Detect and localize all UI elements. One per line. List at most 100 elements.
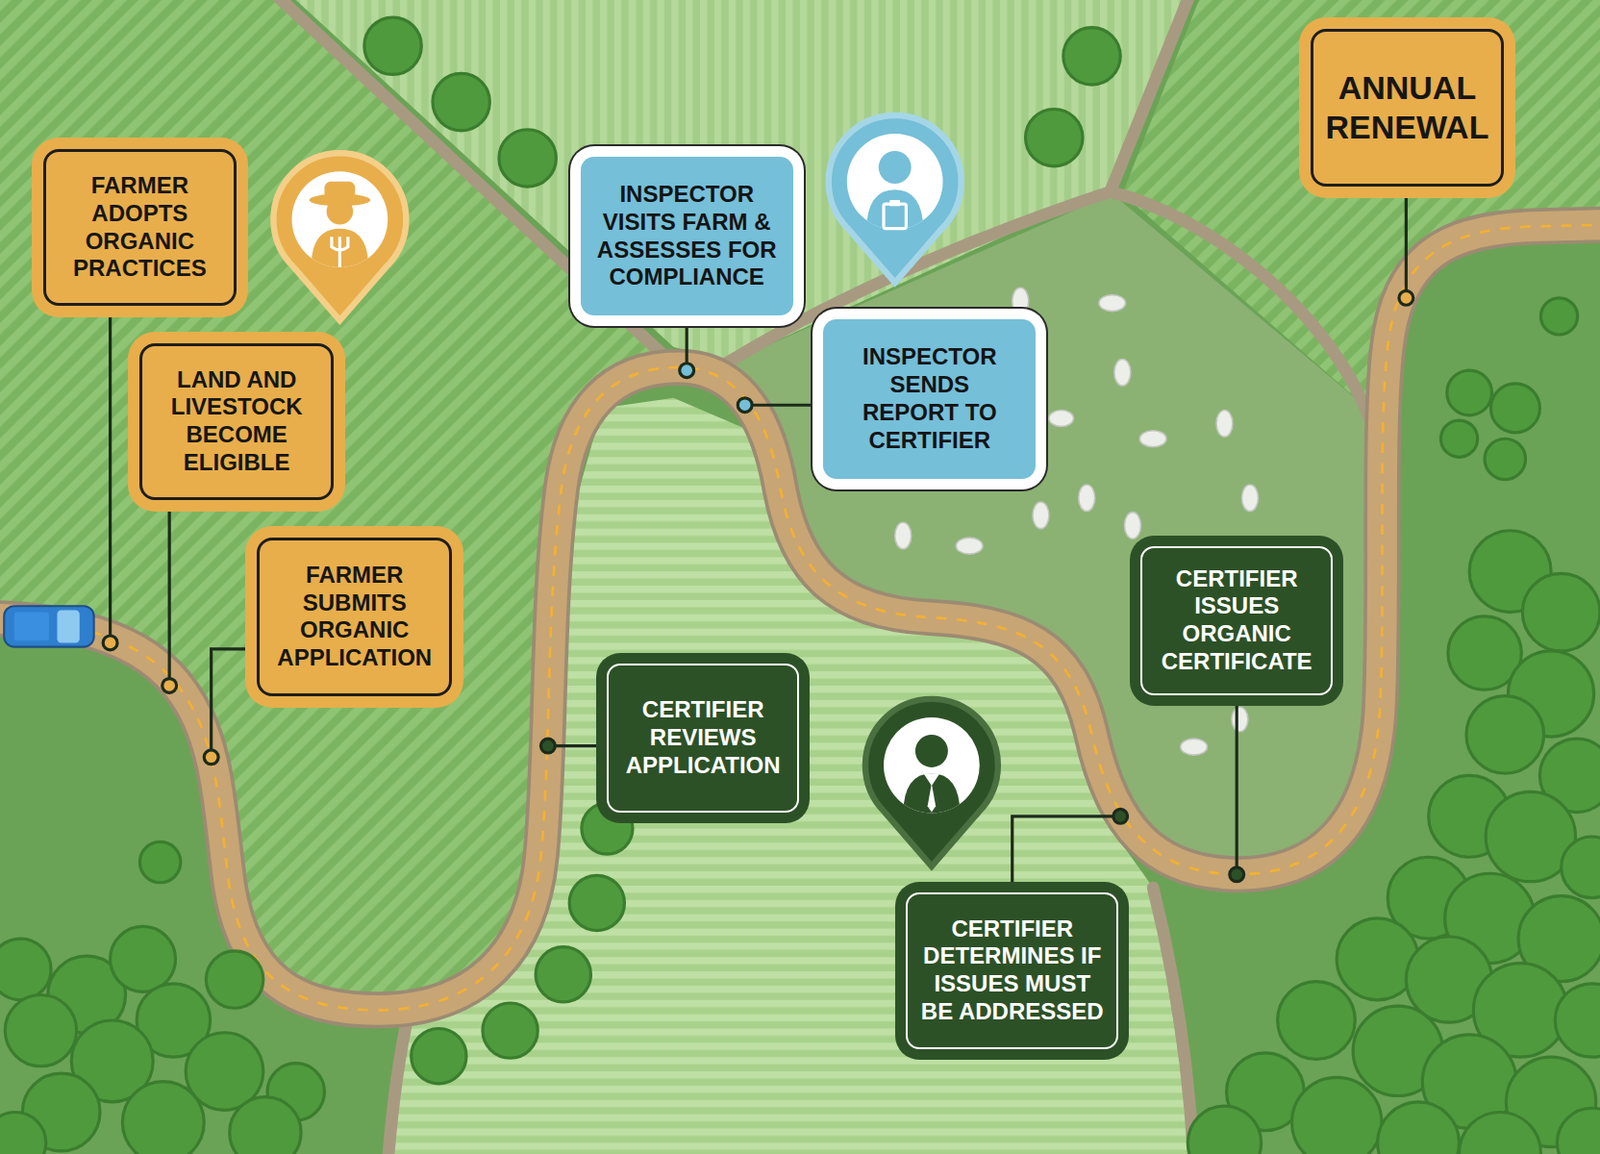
trees-part	[411, 1027, 467, 1083]
trees	[0, 17, 1600, 1154]
inspector-pin-part	[889, 200, 900, 206]
road-dots-part	[737, 398, 752, 413]
trees-part	[1459, 1111, 1542, 1154]
application-box: FARMER SUBMITS ORGANIC APPLICATION	[256, 537, 452, 696]
dirt-paths-part	[1110, 191, 1371, 419]
trees-part	[1540, 298, 1577, 335]
leader-lines-part	[554, 744, 600, 748]
report-box: INSPECTOR SENDS REPORT TO CERTIFIER	[823, 319, 1036, 479]
sheep-part	[1231, 706, 1249, 731]
farmer-pin-part-part	[311, 228, 369, 268]
decision-box: CERTIFIER DETERMINES IF ISSUES MUST BE A…	[905, 892, 1119, 1050]
trees-part	[1292, 1076, 1382, 1154]
step-label: CERTIFIER REVIEWS APPLICATION	[608, 696, 798, 779]
leader-lines-part	[751, 403, 817, 407]
sheep-part	[1242, 484, 1259, 512]
truck	[3, 605, 94, 647]
trees-part	[1440, 420, 1477, 457]
step-label: CERTIFIER ISSUES ORGANIC CERTIFICATE	[1142, 565, 1331, 676]
trees-part	[1466, 696, 1545, 775]
trees-part	[1277, 981, 1356, 1060]
step-label: FARMER SUBMITS ORGANIC APPLICATION	[259, 561, 450, 673]
trees-part	[1187, 1105, 1261, 1154]
sheep-part	[1180, 738, 1208, 755]
road	[0, 224, 1600, 1010]
dirt-paths-part	[1152, 887, 1194, 1154]
dirt-paths-part	[387, 1015, 408, 1154]
truck-part	[56, 609, 79, 643]
certifier-pin-part-part	[902, 773, 960, 817]
leader-lines-part	[168, 504, 172, 678]
trees-part	[1556, 1107, 1600, 1154]
sheep-part	[1216, 410, 1233, 438]
trees-part	[1484, 438, 1525, 479]
road-dots-part	[1113, 808, 1128, 824]
inspector-pin-part-part	[866, 189, 924, 233]
trees-part	[482, 1002, 538, 1058]
trees-part	[122, 1081, 204, 1154]
farmer-pin-part	[309, 181, 372, 268]
trees-part	[432, 73, 490, 130]
trees-part	[1063, 27, 1121, 85]
step-label: ANNUAL RENEWAL	[1313, 68, 1502, 148]
certifier-pin-part	[883, 717, 980, 814]
road-dots-part	[679, 363, 695, 378]
trees-part	[499, 129, 556, 187]
trees-part	[569, 875, 625, 930]
road-dots-part	[540, 738, 555, 753]
farmer-pin-part	[292, 171, 389, 268]
trees-part	[535, 947, 591, 1002]
trees-part	[1561, 836, 1600, 899]
certificate-box: CERTIFIER ISSUES ORGANIC CERTIFICATE	[1140, 546, 1333, 696]
road-dots-part	[1229, 867, 1245, 882]
dirt-paths-part	[726, 0, 1193, 364]
leader-lines-part	[1235, 703, 1239, 868]
certifier-pin-part	[902, 734, 960, 817]
trees-part	[205, 950, 263, 1008]
leader-lines-part	[1012, 816, 1114, 884]
certifier-pin-part	[865, 699, 999, 867]
leader-lines-part	[1404, 194, 1408, 292]
road-dots-part	[102, 635, 118, 650]
leader-lines-part	[685, 324, 689, 363]
leader-lines-part	[108, 311, 112, 636]
trees-part	[4, 994, 76, 1066]
sheep-part	[1114, 358, 1131, 386]
renewal-box: ANNUAL RENEWAL	[1310, 28, 1505, 187]
farmer-pin-part-part	[331, 236, 349, 268]
trees-part	[1554, 983, 1600, 1057]
road-part	[0, 224, 1600, 1010]
step-label: LAND AND LIVESTOCK BECOME ELIGIBLE	[142, 366, 331, 477]
step-label: CERTIFIER DETERMINES IF ISSUES MUST BE A…	[907, 915, 1117, 1026]
truck-part	[3, 605, 94, 647]
farmer-pin-part	[273, 152, 406, 321]
truck-part	[14, 612, 50, 642]
certifier-pin-part	[927, 783, 936, 813]
sheep-part	[1099, 295, 1126, 312]
trees-part	[1447, 370, 1493, 416]
sheep-part	[1032, 501, 1050, 529]
leader-lines-part	[211, 649, 250, 750]
inspector-pin-part	[866, 150, 924, 233]
sheep-part	[955, 537, 983, 554]
step-label: INSPECTOR SENDS REPORT TO CERTIFIER	[823, 343, 1036, 454]
trees-part	[1522, 573, 1600, 651]
trees-part	[229, 1097, 301, 1154]
trees-part	[139, 841, 180, 882]
farmer-pin	[273, 152, 406, 321]
certifier-pin	[865, 699, 999, 867]
review-box: CERTIFIER REVIEWS APPLICATION	[606, 663, 800, 813]
sheep-part	[895, 522, 912, 550]
step-label: INSPECTOR VISITS FARM & ASSESSES FOR COM…	[580, 180, 794, 292]
sheep-part	[1139, 430, 1167, 448]
trees-part	[0, 938, 51, 1000]
sheep-part	[1124, 512, 1141, 540]
certifier-pin-part-part	[915, 734, 949, 768]
sheep-part	[1012, 287, 1029, 315]
inspector-pin	[828, 115, 962, 283]
trees-part	[364, 17, 422, 75]
inspection-box: INSPECTOR VISITS FARM & ASSESSES FOR COM…	[580, 156, 794, 315]
inspector-pin-part-part	[878, 150, 912, 184]
road-part	[0, 224, 1600, 1010]
